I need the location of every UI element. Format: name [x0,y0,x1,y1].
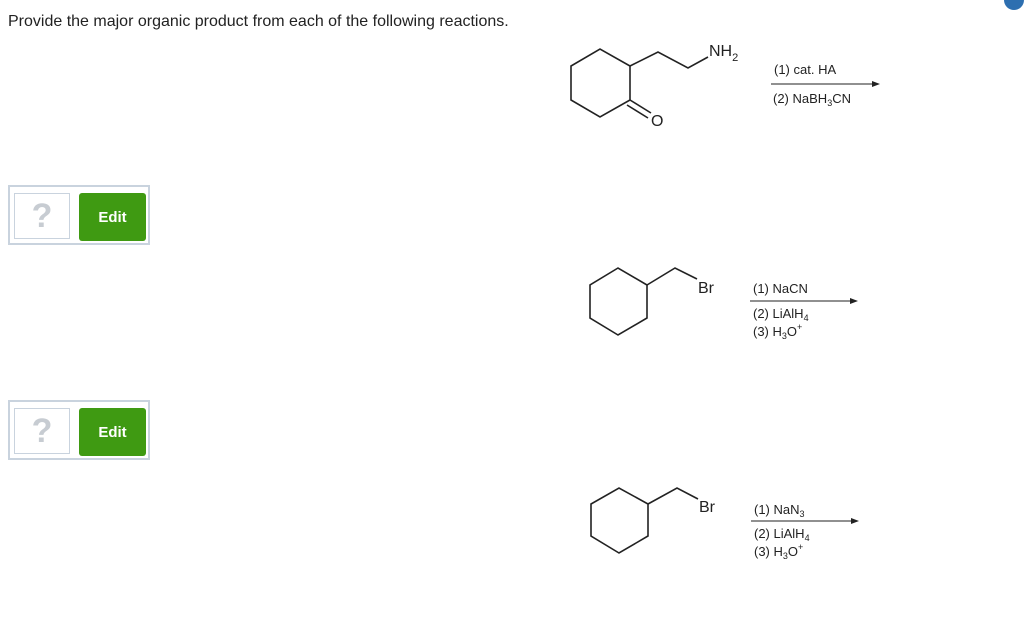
reaction-2-condition-3: (3) H3O+ [753,322,802,341]
answer-box-2[interactable]: ? Edit [8,400,150,460]
reaction-1-condition-2: (2) NaBH3CN [773,91,851,108]
reaction-3-structure [590,487,699,554]
edit-button-2[interactable]: Edit [79,408,146,456]
instructions-text: Provide the major organic product from e… [8,13,509,30]
reaction-1-amine-label: NH2 [709,43,738,64]
reaction-2-condition-1: (1) NaCN [753,281,808,296]
reaction-3-condition-3: (3) H3O+ [754,542,803,561]
reaction-2-structure [589,267,698,336]
reaction-1-condition-1: (1) cat. HA [774,62,836,77]
reaction-3-leaving-group: Br [699,499,716,516]
edit-button-1[interactable]: Edit [79,193,146,241]
reaction-2-arrow [750,298,858,304]
answer-placeholder-2[interactable]: ? [14,408,70,454]
reaction-2-condition-2: (2) LiAlH4 [753,306,809,323]
reaction-3-condition-2: (2) LiAlH4 [754,526,810,543]
answer-placeholder-1[interactable]: ? [14,193,70,239]
reaction-1-structure [570,48,709,119]
reaction-3-arrow [751,518,859,524]
reaction-2-leaving-group: Br [698,280,715,297]
reaction-1-arrow [771,81,880,87]
reaction-3-condition-1: (1) NaN3 [754,502,805,519]
answer-box-1[interactable]: ? Edit [8,185,150,245]
help-icon[interactable] [1004,0,1024,10]
reaction-1-carbonyl-label: O [651,113,663,130]
